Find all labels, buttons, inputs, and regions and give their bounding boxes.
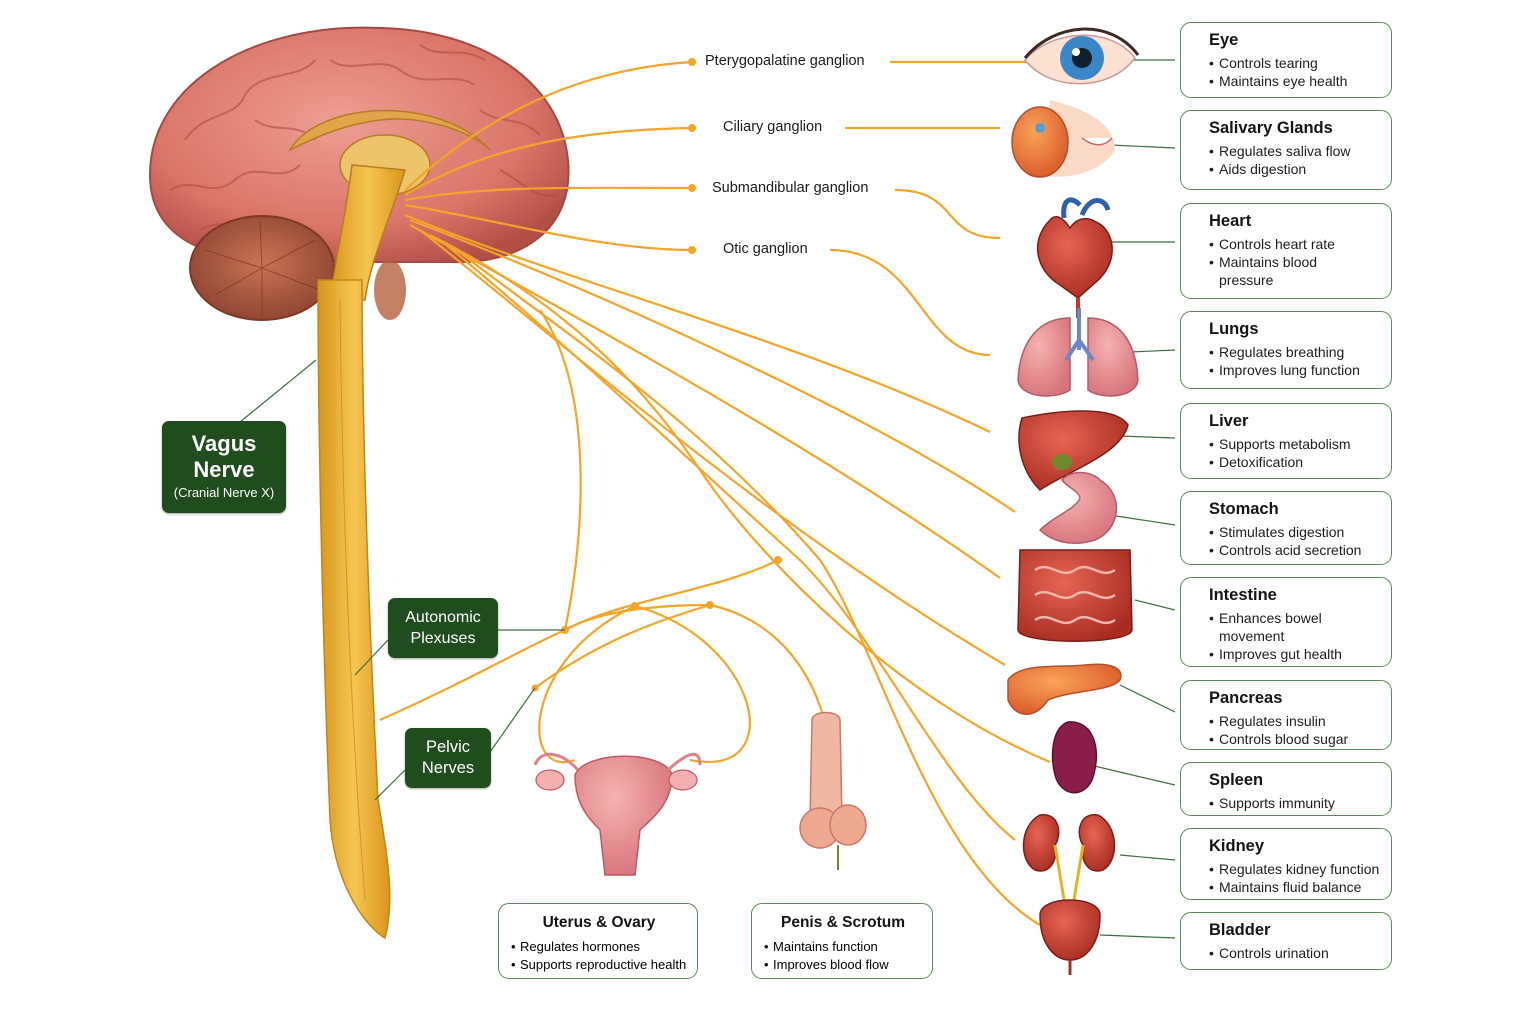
spleen-illustration	[1051, 721, 1098, 794]
organ-point: Maintains function	[764, 938, 922, 956]
ganglion-label-ciliary: Ciliary ganglion	[723, 119, 823, 135]
pancreas-illustration	[1007, 663, 1122, 715]
organ-card-intestine: Intestine Enhances bowel movementImprove…	[1180, 577, 1392, 667]
organ-point: Improves gut health	[1209, 645, 1381, 663]
heart-illustration	[1036, 197, 1113, 318]
organ-card-stomach: Stomach Stimulates digestionControls aci…	[1180, 491, 1392, 565]
organ-title: Stomach	[1209, 500, 1279, 518]
organ-point: Improves lung function	[1209, 361, 1381, 379]
organ-card-bladder: Bladder Controls urination	[1180, 912, 1392, 970]
autonomic-plexuses-label: Autonomic Plexuses	[388, 598, 498, 658]
card-leader-lines	[239, 59, 1176, 939]
ganglion-label-pterygopalatine: Pterygopalatine ganglion	[705, 53, 865, 69]
liver-illustration	[1018, 410, 1129, 491]
organ-title: Spleen	[1209, 771, 1264, 789]
pelvic-nerves-label: Pelvic Nerves	[405, 728, 491, 788]
organ-point: Maintains blood pressure	[1209, 253, 1339, 289]
pelvic-line-2: Nerves	[421, 759, 475, 777]
bladder-illustration	[1039, 899, 1101, 975]
organ-point: Maintains fluid balance	[1209, 878, 1381, 896]
organ-title: Pancreas	[1209, 689, 1283, 707]
organ-point: Aids digestion	[1209, 160, 1381, 178]
vagus-subtitle: (Cranial Nerve X)	[173, 485, 275, 500]
plexuses-line-2: Plexuses	[410, 630, 476, 647]
organ-point: Supports metabolism	[1209, 435, 1381, 453]
organ-point: Controls urination	[1209, 944, 1381, 962]
vagus-nerve-label: Vagus Nerve (Cranial Nerve X)	[162, 421, 286, 513]
vagus-title-2: Nerve	[193, 457, 255, 482]
lungs-illustration	[1017, 308, 1139, 397]
kidney-illustration	[1022, 814, 1116, 901]
organ-point: Supports reproductive health	[511, 956, 687, 974]
organ-point: Maintains eye health	[1209, 72, 1381, 90]
organ-title: Heart	[1209, 212, 1252, 230]
organ-card-pancreas: Pancreas Regulates insulinControls blood…	[1180, 680, 1392, 750]
salivary-gland-illustration	[1011, 100, 1115, 178]
organ-title: Eye	[1209, 31, 1239, 49]
organ-point: Regulates insulin	[1209, 712, 1381, 730]
organ-card-salivary-glands: Salivary Glands Regulates saliva flowAid…	[1180, 110, 1392, 190]
ganglion-label-submandibular: Submandibular ganglion	[712, 180, 869, 196]
organ-title: Salivary Glands	[1209, 119, 1333, 137]
organ-point: Regulates saliva flow	[1209, 142, 1381, 160]
plexuses-line-1: Autonomic	[405, 609, 481, 626]
organ-point: Improves blood flow	[764, 956, 922, 974]
organ-title: Lungs	[1209, 320, 1259, 338]
organ-point: Stimulates digestion	[1209, 523, 1381, 541]
organ-card-penis-scrotum: Penis & Scrotum Maintains function Impro…	[751, 903, 933, 979]
organ-card-lungs: Lungs Regulates breathingImproves lung f…	[1180, 311, 1392, 389]
nerve-fibers	[379, 60, 1051, 926]
ganglion-label-otic: Otic ganglion	[723, 241, 808, 257]
ganglion-dots	[531, 58, 832, 744]
organ-point: Controls blood sugar	[1209, 730, 1381, 748]
intestine-illustration	[1017, 549, 1133, 642]
organ-title: Liver	[1209, 412, 1249, 430]
organ-card-kidney: Kidney Regulates kidney functionMaintain…	[1180, 828, 1392, 900]
organ-title: Kidney	[1209, 837, 1265, 855]
organ-point: Enhances bowel movement	[1209, 609, 1344, 645]
organ-point: Regulates hormones	[511, 938, 687, 956]
organ-point: Regulates breathing	[1209, 343, 1381, 361]
organ-title: Bladder	[1209, 921, 1271, 939]
organ-title: Intestine	[1209, 586, 1277, 604]
penis-scrotum-illustration	[799, 711, 867, 870]
organ-title: Uterus & Ovary	[542, 914, 656, 931]
vagus-nerve-cord	[317, 279, 391, 940]
eye-illustration	[1023, 27, 1140, 85]
organ-point: Controls tearing	[1209, 54, 1381, 72]
organ-card-eye: Eye Controls tearingMaintains eye health	[1180, 22, 1392, 98]
brain-illustration	[148, 26, 570, 321]
organ-card-liver: Liver Supports metabolismDetoxification	[1180, 403, 1392, 479]
organ-title: Penis & Scrotum	[780, 914, 906, 931]
organ-card-uterus-ovary: Uterus & Ovary Regulates hormones Suppor…	[498, 903, 698, 979]
vagus-title-1: Vagus	[191, 431, 257, 456]
uterus-ovary-illustration	[533, 752, 702, 876]
organ-point: Detoxification	[1209, 453, 1381, 471]
stomach-illustration	[1038, 471, 1117, 544]
organ-point: Controls heart rate	[1209, 235, 1381, 253]
pelvic-line-1: Pelvic	[425, 738, 470, 756]
organ-point: Supports immunity	[1209, 794, 1381, 812]
organ-point: Controls acid secretion	[1209, 541, 1381, 559]
organ-point: Regulates kidney function	[1209, 860, 1381, 878]
organ-card-heart: Heart Controls heart rateMaintains blood…	[1180, 203, 1392, 299]
organ-card-spleen: Spleen Supports immunity	[1180, 762, 1392, 816]
